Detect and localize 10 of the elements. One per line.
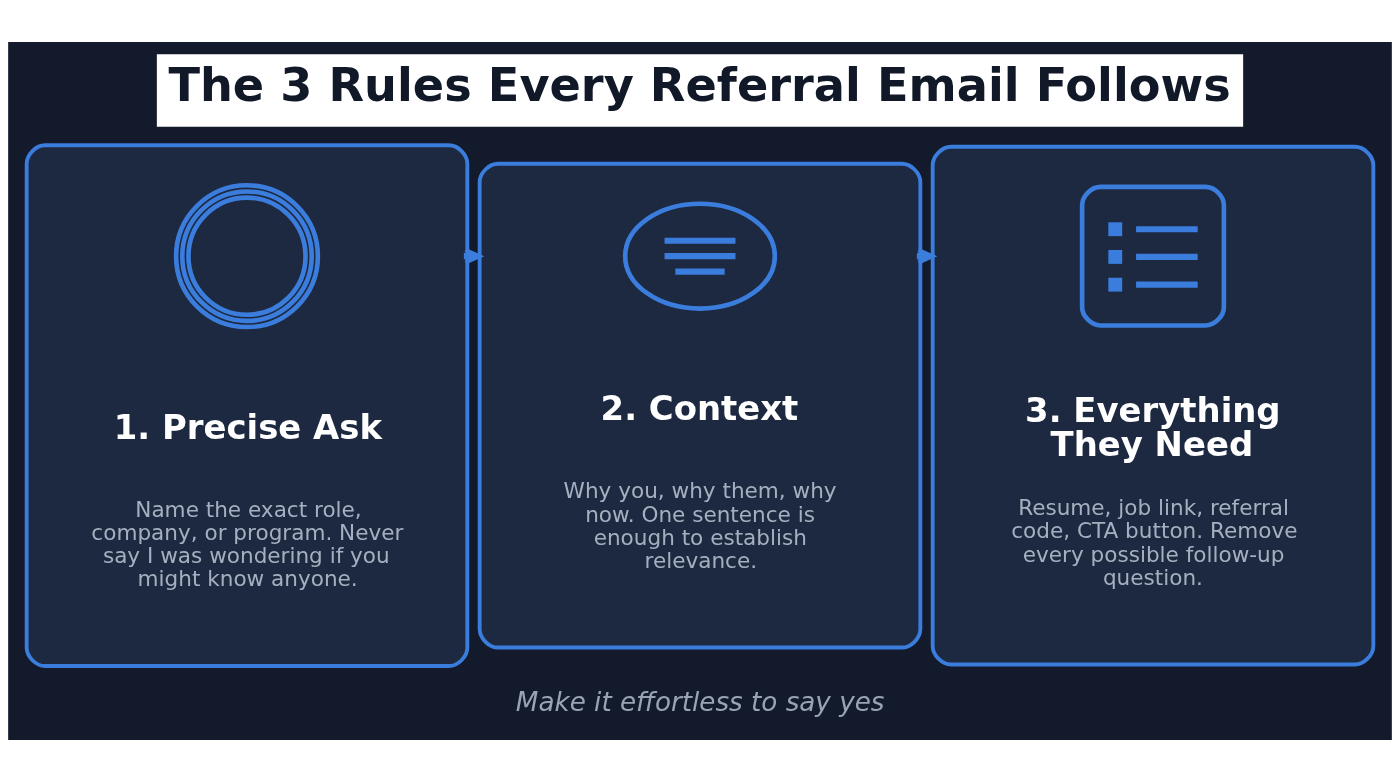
cluster: 3. Everything They Need Resume, job link, referral code, CTA button. Remove every possible follow-up question. (930, 144, 1376, 666)
node-picture (173, 182, 321, 329)
node-picture (1079, 184, 1227, 328)
cluster: 1. Precise Ask Name the exact role, company, or program. Never say I was wondering if you might know anyone. (24, 142, 470, 668)
arrow (463, 247, 482, 264)
arrow (916, 247, 935, 264)
cluster: 2. Context Why you, why them, why now. One sentence is enough to establish relevance. (477, 161, 923, 649)
node-picture (622, 201, 778, 311)
diagram-title: The 3 Rules Every Referral Email Follows (168, 57, 1231, 112)
caption: Make it effortless to say yes (515, 686, 885, 717)
